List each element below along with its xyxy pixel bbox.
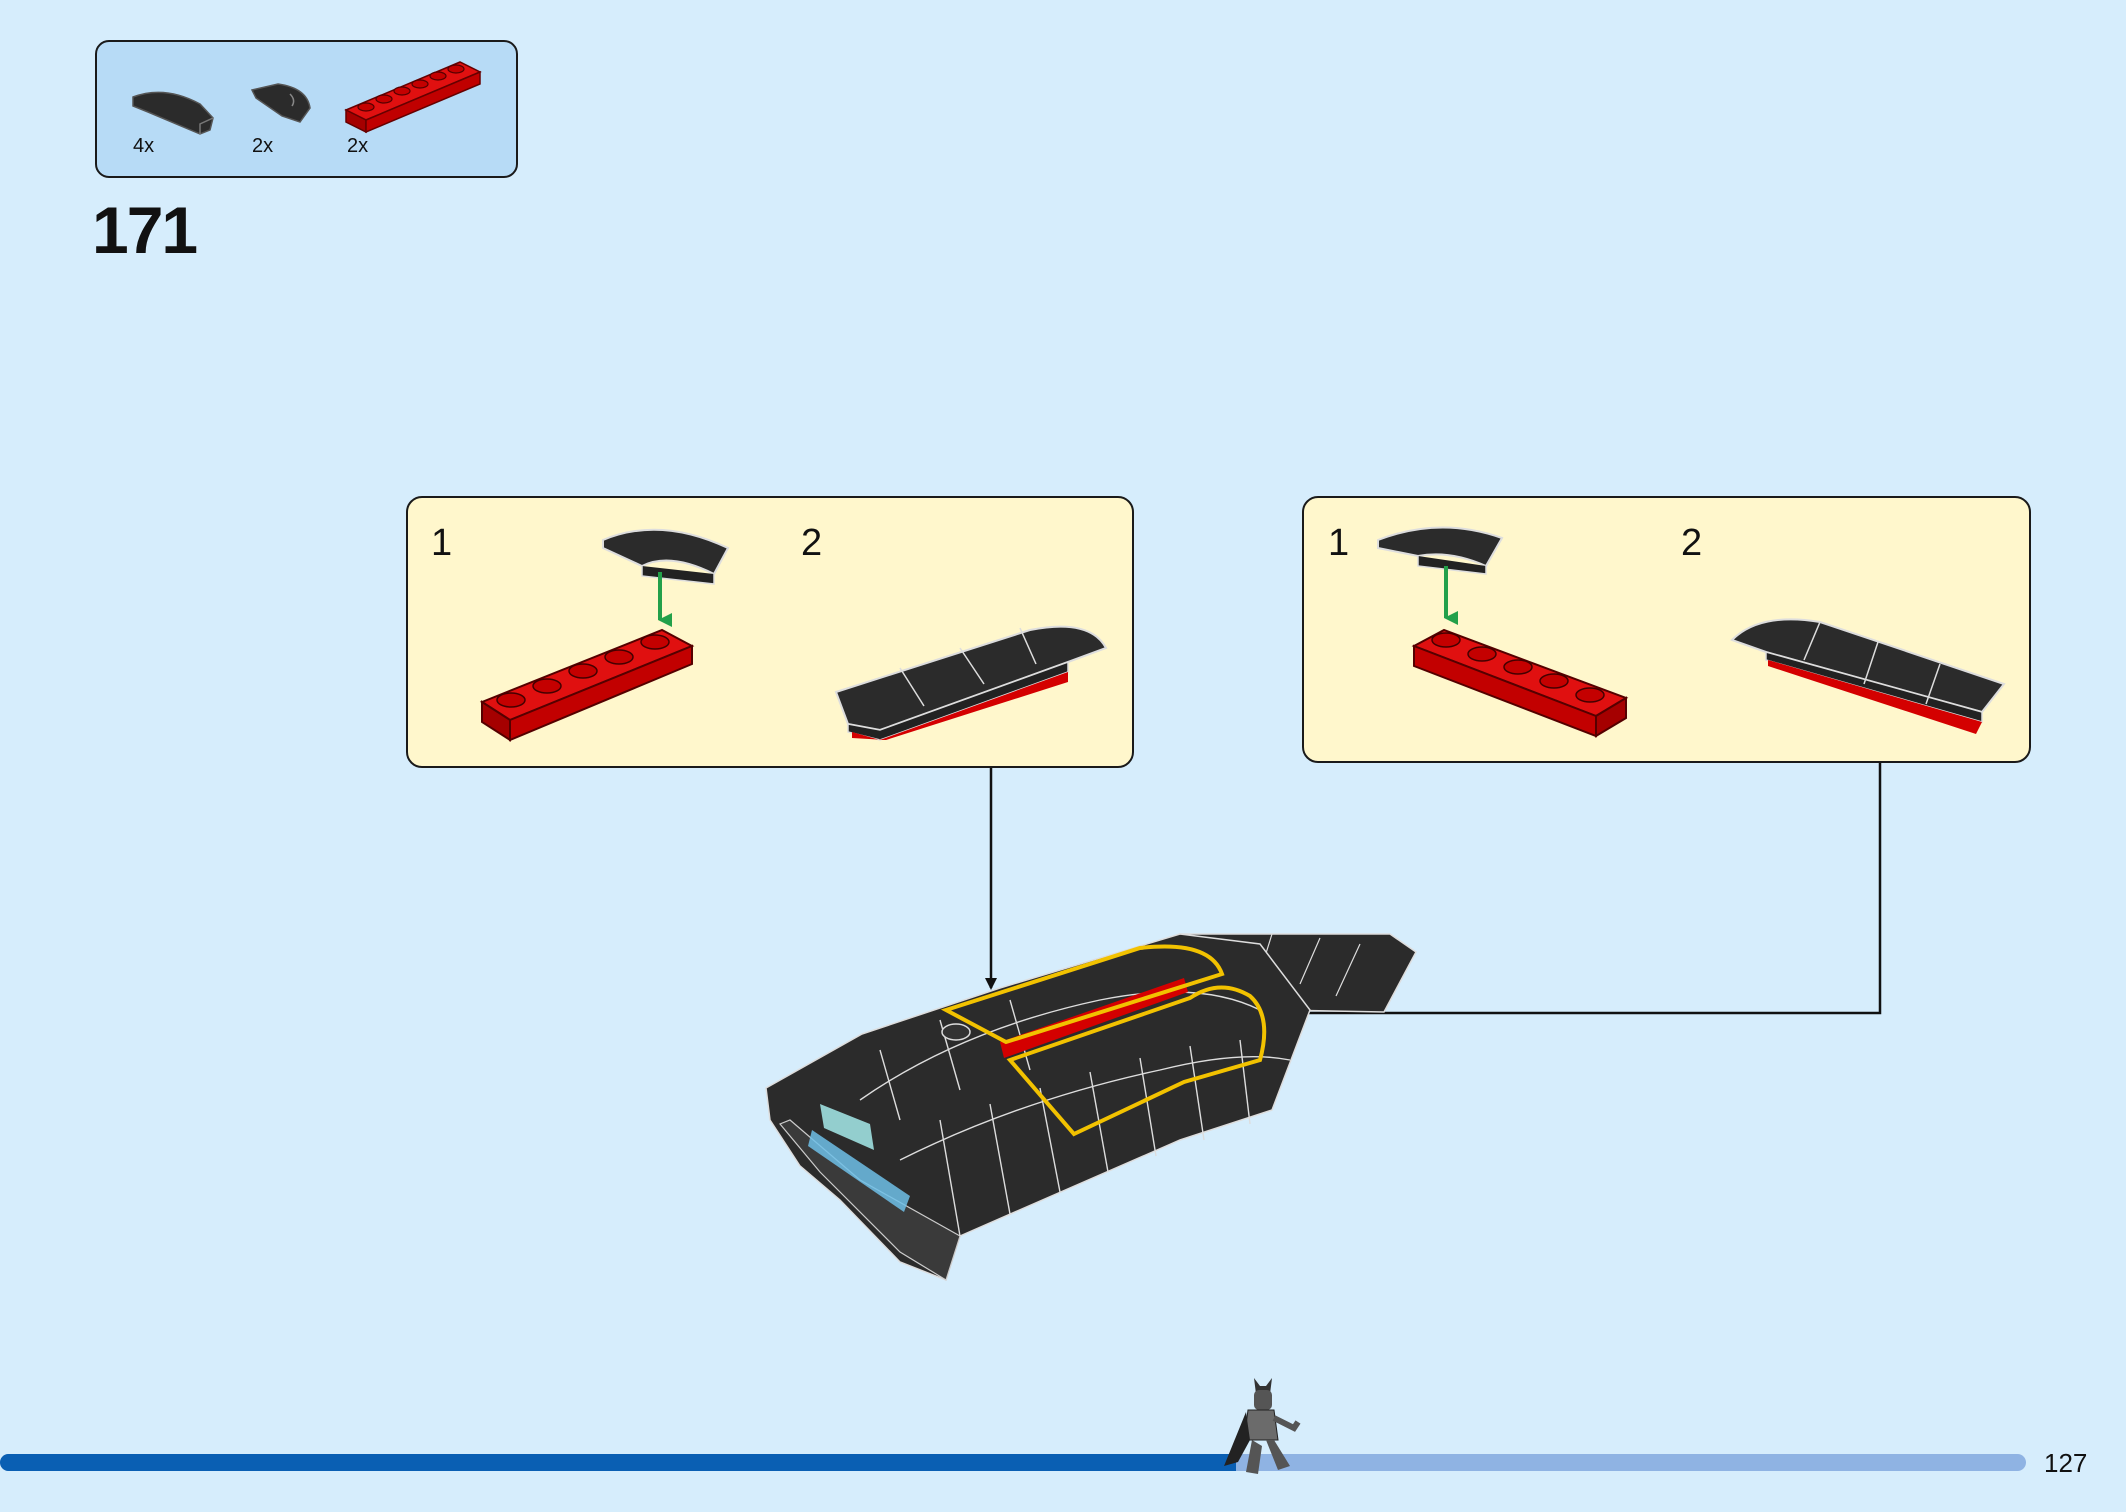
substep-number: 1 [1328, 522, 1350, 564]
black-curved-slope-inverted-icon [250, 83, 311, 123]
progress-fill [0, 1454, 1236, 1471]
assembled-slope-plate-icon [834, 625, 1108, 741]
main-model [765, 933, 1417, 1281]
black-curved-slope-icon [132, 91, 214, 135]
red-plate-1x6-icon [479, 628, 695, 742]
part-quantity: 4x [133, 135, 155, 157]
assembled-slope-plate-icon [1730, 618, 2006, 734]
batman-minifigure-icon [1224, 1378, 1301, 1474]
callout-arrow-right [1276, 763, 1882, 1019]
red-plate-1x6-icon [344, 61, 482, 134]
red-plate-1x6-icon [1411, 628, 1629, 738]
black-curved-slope-icon [1377, 526, 1504, 575]
highlighted-slope-right [1006, 985, 1267, 1137]
substep-number: 2 [1681, 522, 1703, 564]
step-number: 171 [92, 193, 198, 267]
part-quantity: 2x [347, 135, 369, 157]
highlighted-slope-left [940, 944, 1225, 1045]
substep-number: 2 [801, 522, 823, 564]
page-number: 127 [2044, 1448, 2088, 1478]
part-quantity: 2x [252, 135, 274, 157]
substep-number: 1 [431, 522, 453, 564]
black-curved-slope-icon [602, 528, 730, 585]
